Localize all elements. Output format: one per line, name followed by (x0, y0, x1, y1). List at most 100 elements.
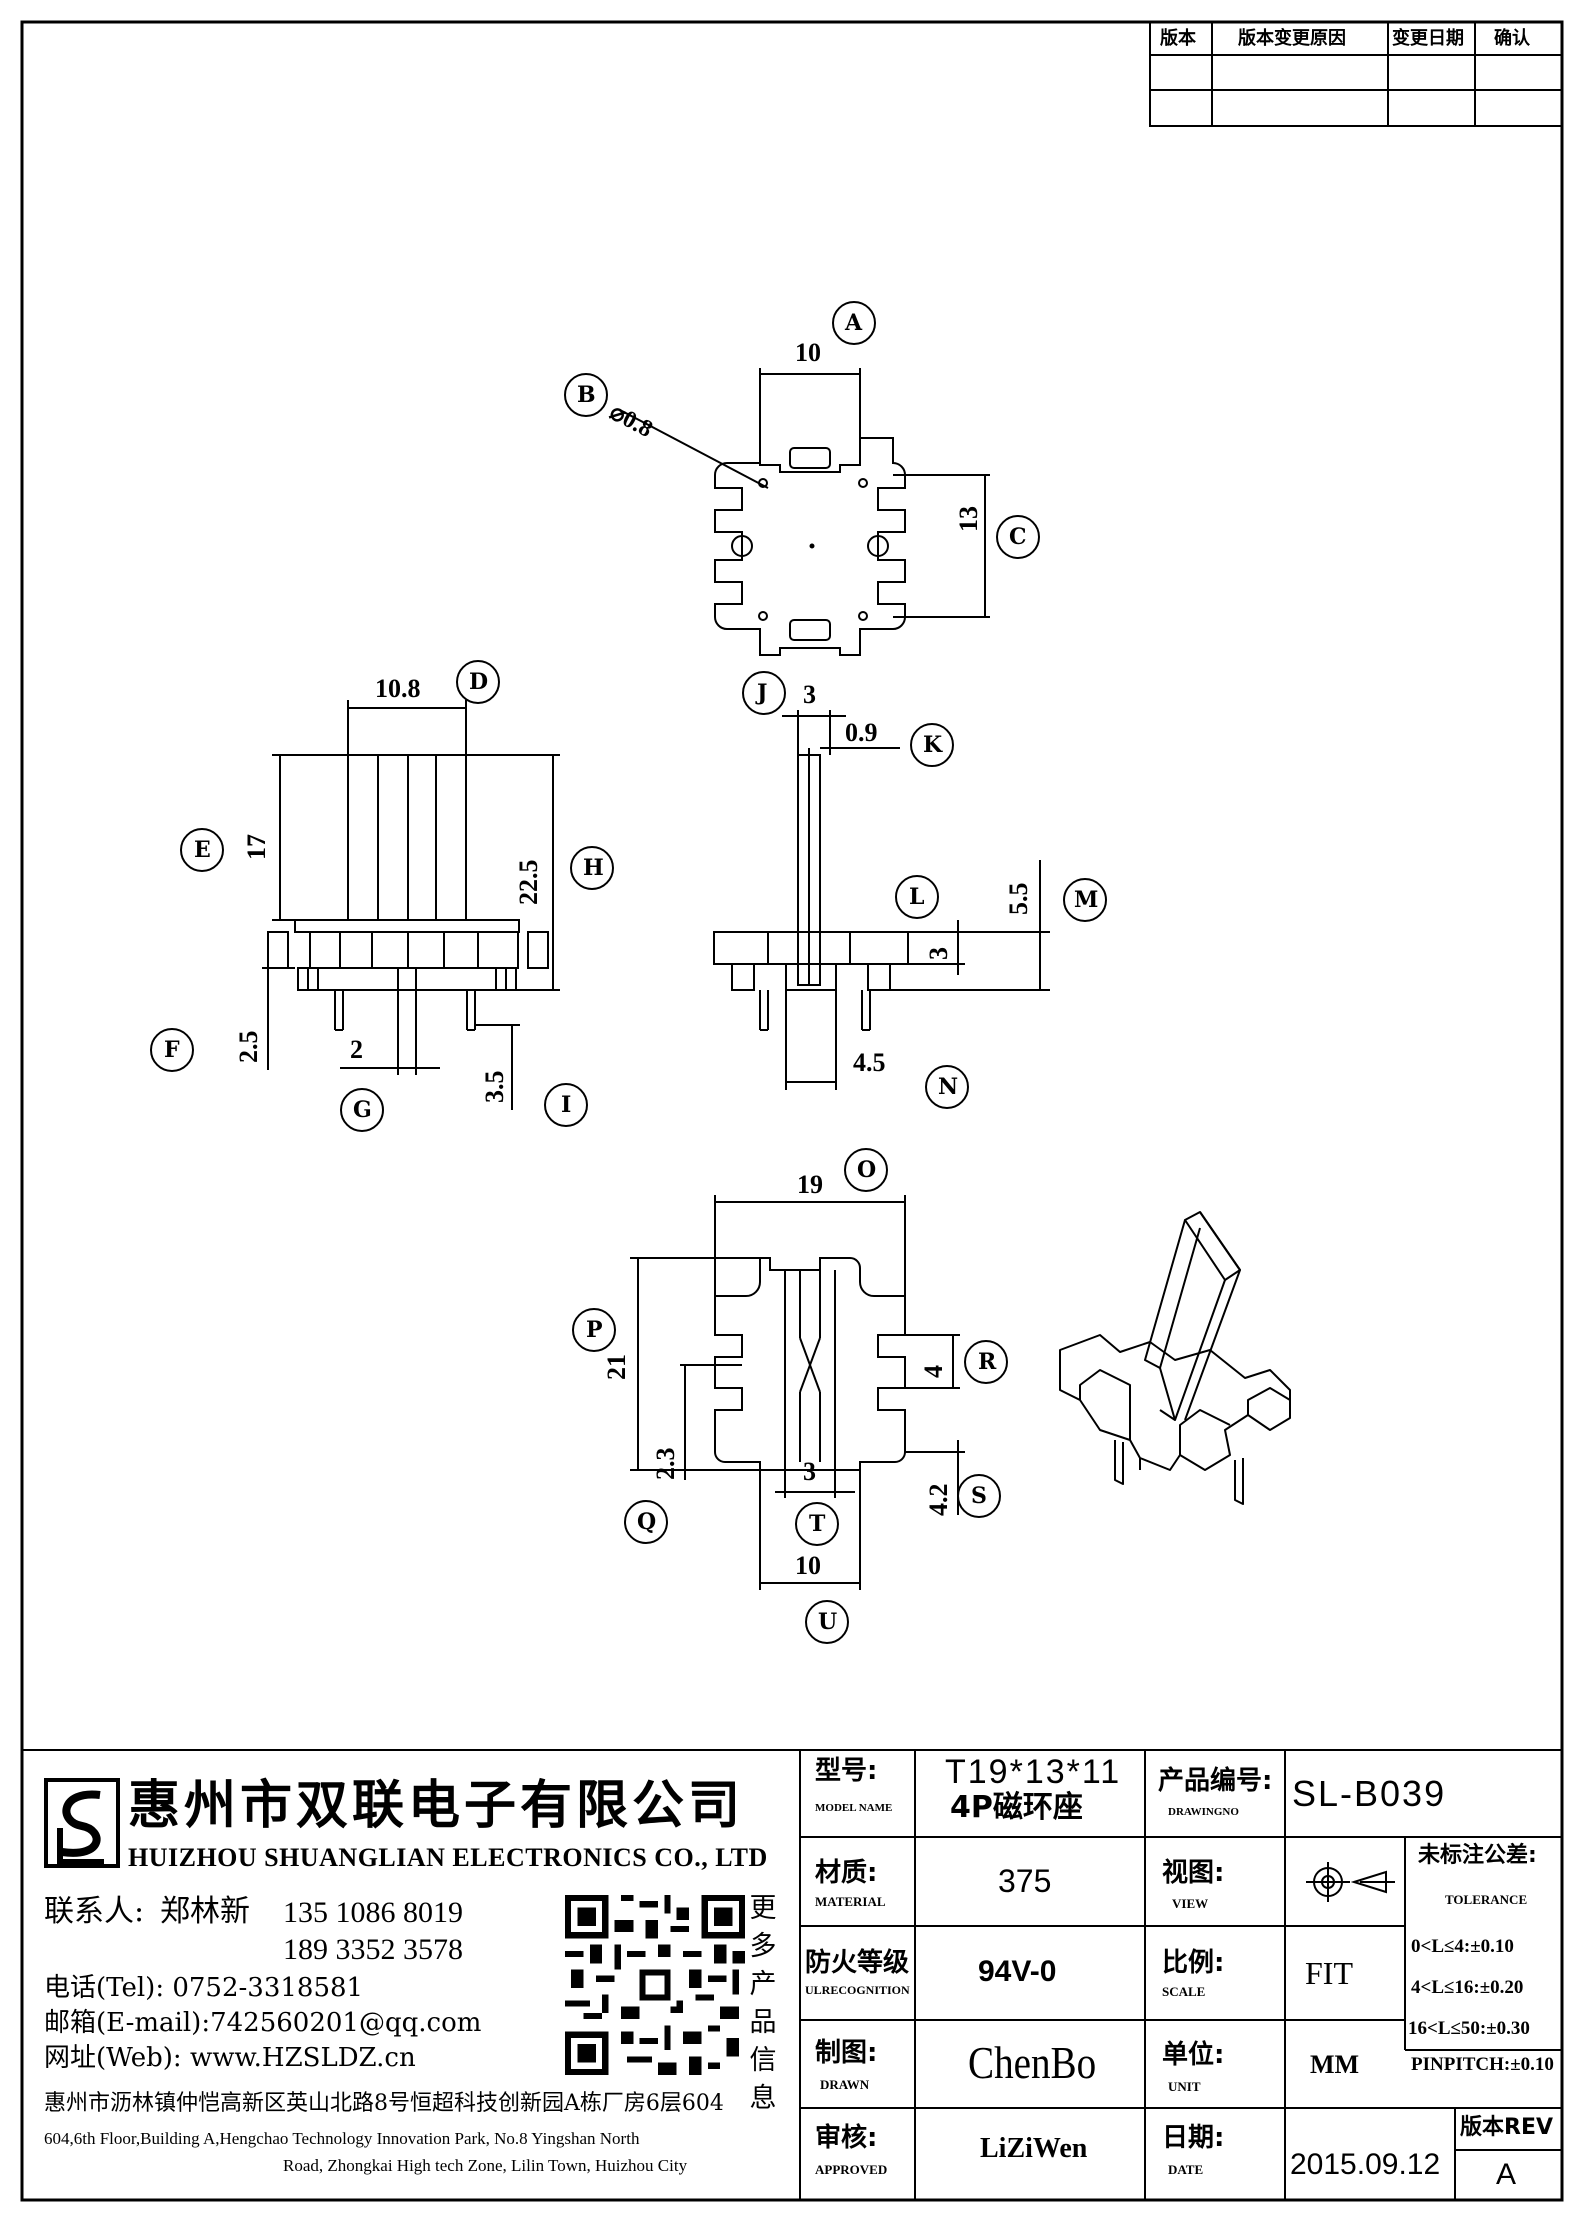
balloon-o (844, 1148, 888, 1192)
balloon-label-h: H (583, 855, 604, 881)
contact-web: 网址(Web): www.HZSLDZ.cn (44, 2043, 416, 2073)
dim-h: 22.5 (514, 859, 543, 906)
date-label: 日期: (1162, 2123, 1225, 2153)
unit-sublabel: UNIT (1168, 2079, 1201, 2094)
material-value: 375 (998, 1863, 1052, 1899)
model-value-1: T19*13*11 (945, 1753, 1122, 1791)
fire-rating-label: 防火等级 (805, 1948, 910, 1978)
tolerance-range-3: 16<L≤50:±0.30 (1408, 2018, 1530, 2039)
drawn-sublabel: DRAWN (820, 2077, 870, 2092)
revision-table (1149, 21, 1563, 127)
rev-header-confirm: 确认 (1494, 28, 1530, 49)
balloon-label-m: M (1074, 887, 1099, 913)
view-label: 视图: (1162, 1858, 1225, 1888)
title-block-grid (21, 1749, 1563, 2201)
balloon-e (180, 828, 224, 872)
dim-r: 4 (919, 1365, 948, 1378)
balloon-r (964, 1340, 1008, 1384)
drawing-no-label: 产品编号: (1158, 1766, 1273, 1796)
unit-label: 单位: (1162, 2040, 1225, 2070)
dim-k: 0.9 (845, 718, 878, 747)
address-cn: 惠州市沥林镇仲恺高新区英山北路8号恒超科技创新园A栋厂房6层604 (44, 2091, 724, 2116)
tolerance-pin-pitch: PINPITCH:±0.10 (1411, 2054, 1554, 2075)
dim-m: 5.5 (1004, 882, 1033, 916)
company-logo-icon (44, 1778, 120, 1868)
balloon-label-e: E (194, 837, 211, 863)
balloon-label-c: C (1009, 524, 1027, 550)
drawn-label: 制图: (815, 2038, 878, 2068)
approved-label: 审核: (815, 2123, 878, 2153)
balloon-group (150, 301, 1107, 1644)
model-label: 型号: (815, 1756, 878, 1786)
company-name-en: HUIZHOU SHUANGLIAN ELECTRONICS CO., LTD (128, 1843, 768, 1872)
dim-l: 3 (924, 947, 953, 960)
contact-name: 郑林新 (160, 1894, 250, 1929)
balloon-d (456, 660, 500, 704)
approved-value: LiZiWen (980, 2133, 1088, 2164)
balloon-k (910, 723, 954, 767)
projection-symbol-icon (1306, 1862, 1395, 1902)
approved-sublabel: APPROVED (815, 2162, 888, 2177)
side-view (713, 710, 1050, 1090)
balloon-label-n: N (938, 1074, 959, 1100)
more-products-label: 更多产品信息 (749, 1893, 777, 2114)
material-label: 材质: (815, 1858, 878, 1888)
dim-j: 3 (803, 680, 816, 709)
drawing-no-sublabel: DRAWINGNO (1168, 1806, 1239, 1818)
tolerance-sublabel: TOLERANCE (1445, 1892, 1528, 1907)
scale-label: 比例: (1162, 1948, 1225, 1978)
dim-q: 2.3 (651, 1447, 680, 1481)
tolerance-label: 未标注公差: (1418, 1843, 1537, 1868)
balloon-label-g: G (353, 1097, 372, 1123)
front-view (262, 700, 560, 1110)
balloon-a (832, 301, 876, 345)
balloon-j (742, 671, 786, 715)
balloon-n (925, 1065, 969, 1109)
view-sublabel: VIEW (1172, 1896, 1209, 1911)
model-value-2: 4P磁环座 (950, 1790, 1083, 1825)
drawn-value: ChenBo (968, 2037, 1097, 2088)
balloon-b (564, 373, 608, 417)
qr-code-icon (565, 1895, 745, 2075)
drawing-border (20, 20, 1564, 2202)
rev-value: A (1496, 2158, 1517, 2191)
balloon-label-o: O (857, 1157, 877, 1183)
balloon-c (996, 515, 1040, 559)
balloon-f (150, 1028, 194, 1072)
balloon-t (795, 1502, 839, 1546)
balloon-label-t: T (809, 1511, 826, 1537)
dim-s: 4.2 (924, 1483, 953, 1517)
balloon-s (957, 1474, 1001, 1518)
material-sublabel: MATERIAL (815, 1894, 886, 1909)
dim-c: 13 (954, 506, 983, 532)
contact-email: 邮箱(E-mail):742560201@qq.com (44, 2008, 482, 2038)
balloon-p (572, 1308, 616, 1352)
rev-header-reason: 版本变更原因 (1238, 28, 1346, 49)
dim-d: 10.8 (375, 674, 421, 703)
fire-rating-sublabel: ULRECOGNITION (805, 1983, 910, 1997)
balloon-label-k: K (923, 732, 943, 758)
model-sublabel: MODEL NAME (815, 1802, 893, 1814)
rev-label: 版本REV (1460, 2115, 1553, 2140)
balloon-label-d: D (469, 669, 489, 695)
scale-sublabel: SCALE (1162, 1984, 1206, 1999)
dim-i: 3.5 (480, 1070, 509, 1104)
rev-header-version: 版本 (1160, 28, 1196, 49)
date-sublabel: DATE (1168, 2162, 1204, 2177)
balloon-i (544, 1083, 588, 1127)
scale-value: FIT (1305, 1955, 1353, 1991)
contact-phone-2: 189 3352 3578 (283, 1933, 463, 1966)
drawing-no-value: SL-B039 (1292, 1773, 1447, 1814)
unit-value: MM (1310, 2050, 1360, 2079)
balloon-m (1063, 878, 1107, 922)
dim-f: 2.5 (234, 1030, 263, 1064)
balloon-label-f: F (164, 1037, 180, 1063)
balloon-u (805, 1600, 849, 1644)
balloon-label-i: I (561, 1092, 572, 1118)
tolerance-range-1: 0<L≤4:±0.10 (1411, 1936, 1514, 1957)
dim-u: 10 (795, 1551, 821, 1580)
dim-o: 19 (797, 1170, 823, 1199)
address-en-line-1: 604,6th Floor,Building A,Hengchao Techno… (44, 2129, 640, 2148)
balloon-g (340, 1088, 384, 1132)
